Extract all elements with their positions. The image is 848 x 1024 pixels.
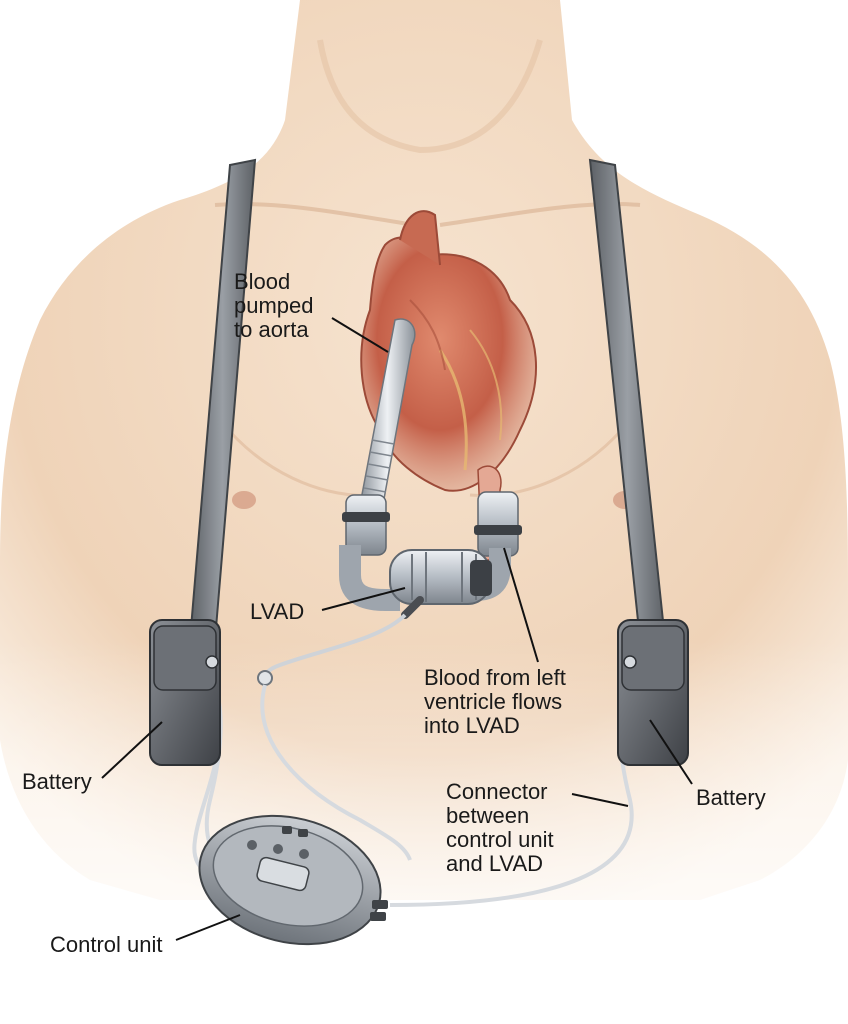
battery-right-icon: [617, 619, 689, 766]
skin-exit-site: [257, 670, 273, 686]
battery-left-icon: [149, 619, 221, 766]
inflow-cannula: [474, 465, 522, 561]
label-blood-to-aorta: Blood pumped to aorta: [234, 269, 314, 342]
lvad-pump-icon: [339, 545, 511, 619]
control-unit-icon: [198, 814, 388, 946]
label-control-unit: Control unit: [50, 932, 163, 957]
label-battery-left: Battery: [22, 769, 92, 794]
label-left-ventricle-inflow: Blood from left ventricle flows into LVA…: [424, 665, 566, 738]
label-lvad: LVAD: [250, 599, 305, 624]
outflow-graft: [342, 318, 416, 556]
leader-lines: [101, 317, 693, 941]
label-battery-right: Battery: [696, 785, 766, 810]
label-connector: Connector between control unit and LVAD: [446, 779, 554, 876]
